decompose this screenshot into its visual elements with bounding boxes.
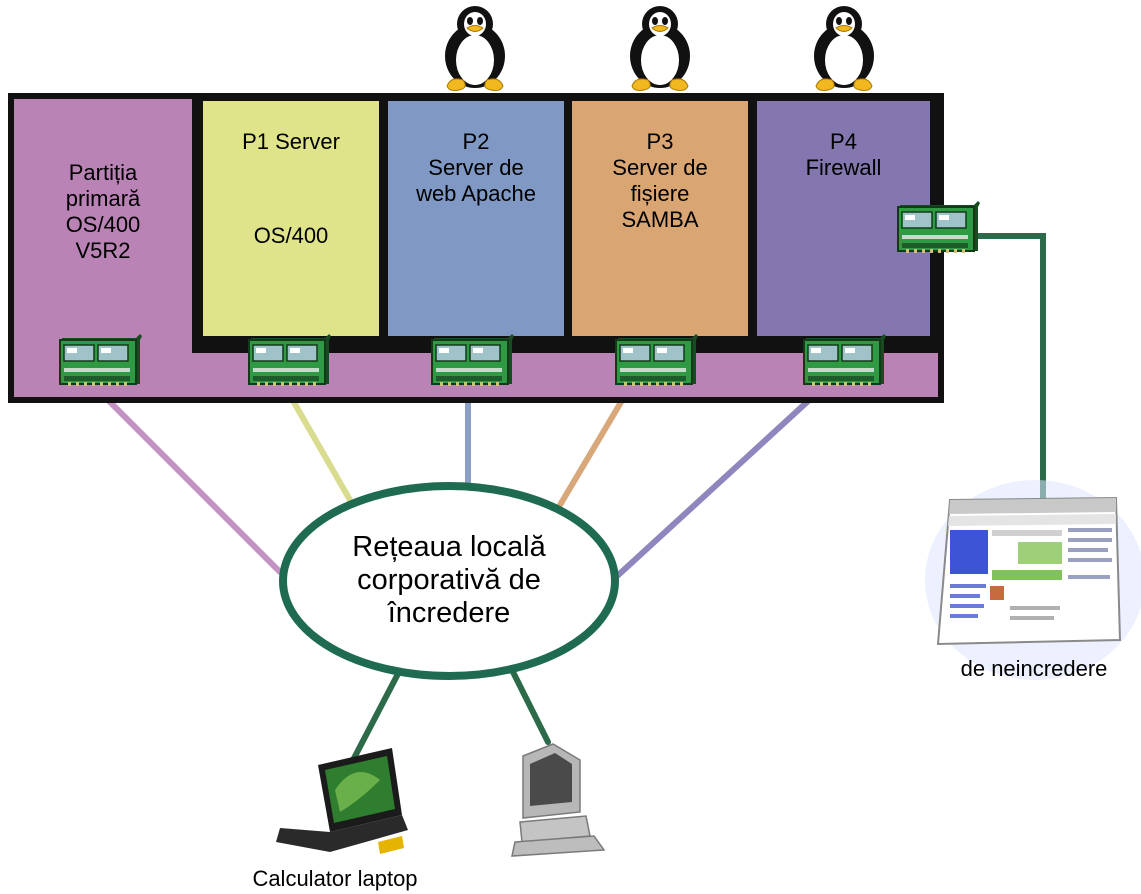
p4-partition-label: P4 Firewall	[757, 129, 930, 181]
p1-partition-label-line-1: P1 Server	[242, 129, 340, 154]
p1-partition-label-line-3: OS/400	[253, 223, 329, 248]
trusted-network-label-line-1: Rețeaua locală	[352, 531, 546, 563]
primary-partition-label-line-1: Partiția	[68, 160, 138, 185]
laptop-connection-line	[349, 667, 403, 765]
p2-partition-label: P2 Server de web Apache	[388, 129, 564, 207]
p4-partition-label-line-1: P4	[830, 129, 857, 154]
linux-tux-icon-p3	[629, 5, 691, 91]
untrusted-connection-line	[934, 233, 1046, 501]
laptop-icon	[276, 748, 408, 854]
desktop-computer-icon	[511, 743, 606, 857]
p3-partition-label: P3 Server de fișiere SAMBA	[572, 129, 748, 233]
p3-connection-line	[557, 389, 630, 508]
primary-nic-icon	[59, 333, 143, 387]
p4-nic-icon	[803, 333, 887, 387]
p1-nic-icon	[248, 333, 332, 387]
linux-tux-icon-p4	[813, 5, 875, 91]
untrusted-label: de neincredere	[960, 656, 1108, 681]
primary-partition-label-line-2: primară	[65, 186, 141, 211]
p3-partition-label-line-4: SAMBA	[621, 207, 699, 232]
p3-partition-label-line-2: Server de	[612, 155, 708, 180]
laptop-label: Calculator laptop	[252, 866, 418, 891]
p1-partition-label: P1 Server	[203, 129, 379, 155]
trusted-network-label-line-3: încredere	[387, 597, 511, 629]
trusted-network-label-line-2: corporativă de	[357, 564, 541, 596]
browser-window-icon	[925, 480, 1141, 680]
p3-partition-box	[572, 101, 748, 336]
primary-partition-label-line-3: OS/400	[65, 212, 141, 237]
p1-connection-line	[285, 389, 353, 503]
p3-nic-icon	[615, 333, 699, 387]
primary-connection-line	[97, 389, 283, 575]
p2-partition-label-line-1: P2	[462, 129, 490, 154]
p4-partition-label-line-2: Firewall	[805, 155, 882, 180]
linux-tux-icon-p2	[444, 5, 506, 91]
p2-partition-label-line-2: Server de	[428, 155, 524, 180]
p2-partition-label-line-3: web Apache	[416, 181, 536, 206]
trusted-network-label: Rețeaua locală corporativă de încredere	[290, 531, 608, 630]
p2-partition-box	[388, 101, 564, 336]
p3-partition-label-line-3: fișiere	[630, 181, 690, 206]
primary-partition-label: Partiția primară OS/400 V5R2	[14, 160, 192, 264]
p1-partition-box	[203, 101, 379, 336]
desktop-connection-line	[505, 659, 551, 745]
firewall-nic-icon	[897, 200, 981, 254]
p1-os-label: OS/400	[203, 223, 379, 249]
p2-nic-icon	[431, 333, 515, 387]
p4-connection-line	[612, 389, 821, 581]
primary-partition-label-line-4: V5R2	[75, 238, 131, 263]
trusted-network-ellipse	[279, 482, 619, 680]
p3-partition-label-line-1: P3	[646, 129, 674, 154]
